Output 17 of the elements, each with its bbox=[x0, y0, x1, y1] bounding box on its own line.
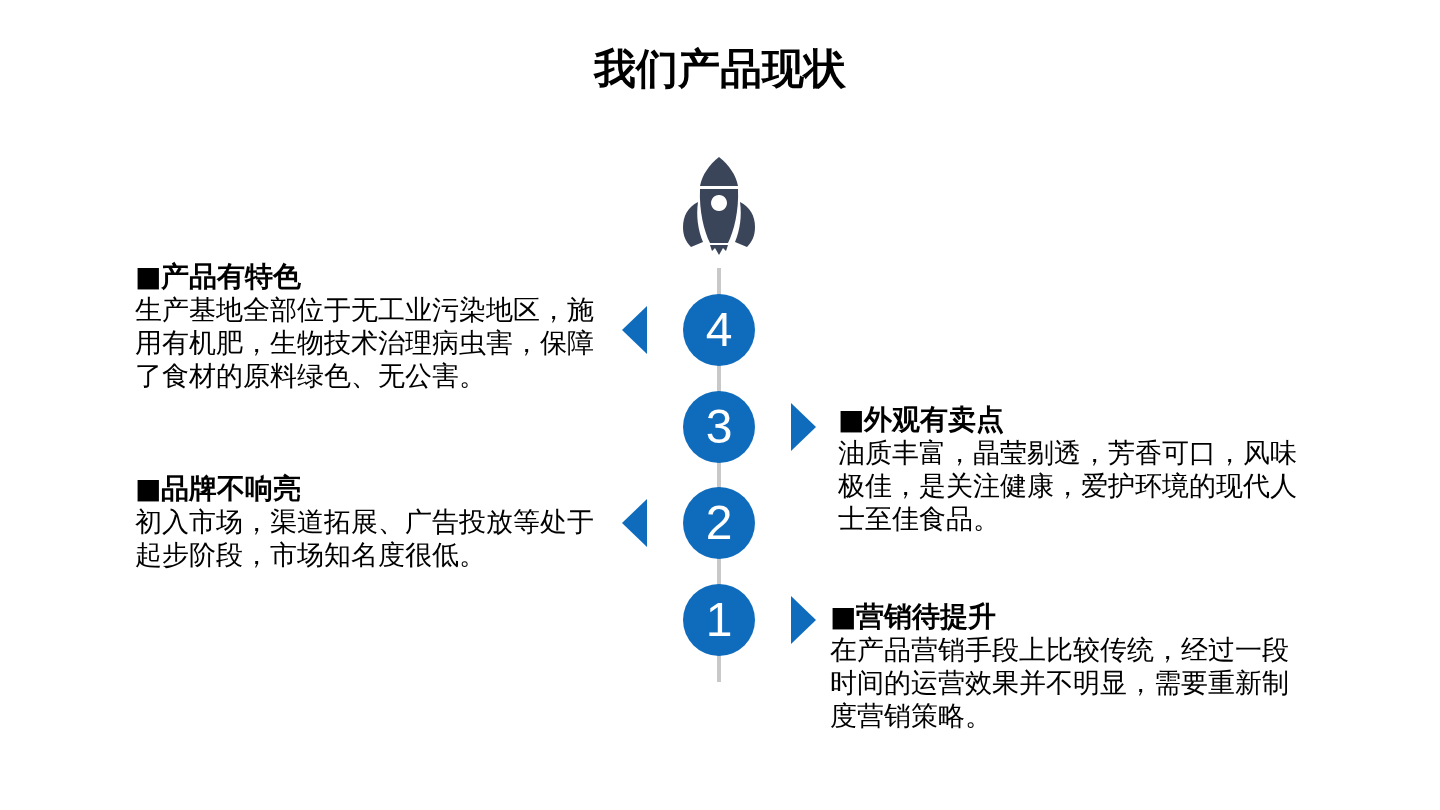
number-circle: 2 bbox=[683, 487, 755, 559]
body-text: 生产基地全部位于无工业污染地区，施用有机肥，生物技术治理病虫害，保障了食材的原料绿色、无公害。 bbox=[135, 293, 595, 392]
number-circle: 3 bbox=[683, 391, 755, 463]
number-circle: 1 bbox=[683, 584, 755, 656]
arrow bbox=[622, 499, 647, 547]
section-heading: ■品牌不响亮 bbox=[135, 472, 302, 505]
arrow bbox=[791, 596, 816, 644]
arrow bbox=[622, 306, 647, 354]
section-heading: ■产品有特色 bbox=[135, 260, 302, 293]
arrow bbox=[791, 403, 816, 451]
body-text: 油质丰富，晶莹剔透，芳香可口，风味极佳，是关注健康，爱护环境的现代人士至佳食品。 bbox=[838, 436, 1298, 535]
section-heading: ■外观有卖点 bbox=[838, 403, 1005, 436]
number-circle: 4 bbox=[683, 294, 755, 366]
body-text: 在产品营销手段上比较传统，经过一段时间的运营效果并不明显，需要重新制度营销策略。 bbox=[830, 633, 1290, 732]
section-heading: ■营销待提升 bbox=[830, 600, 997, 633]
body-text: 初入市场，渠道拓展、广告投放等处于起步阶段，市场知名度很低。 bbox=[135, 505, 595, 571]
title: 我们产品现状 bbox=[594, 44, 846, 94]
